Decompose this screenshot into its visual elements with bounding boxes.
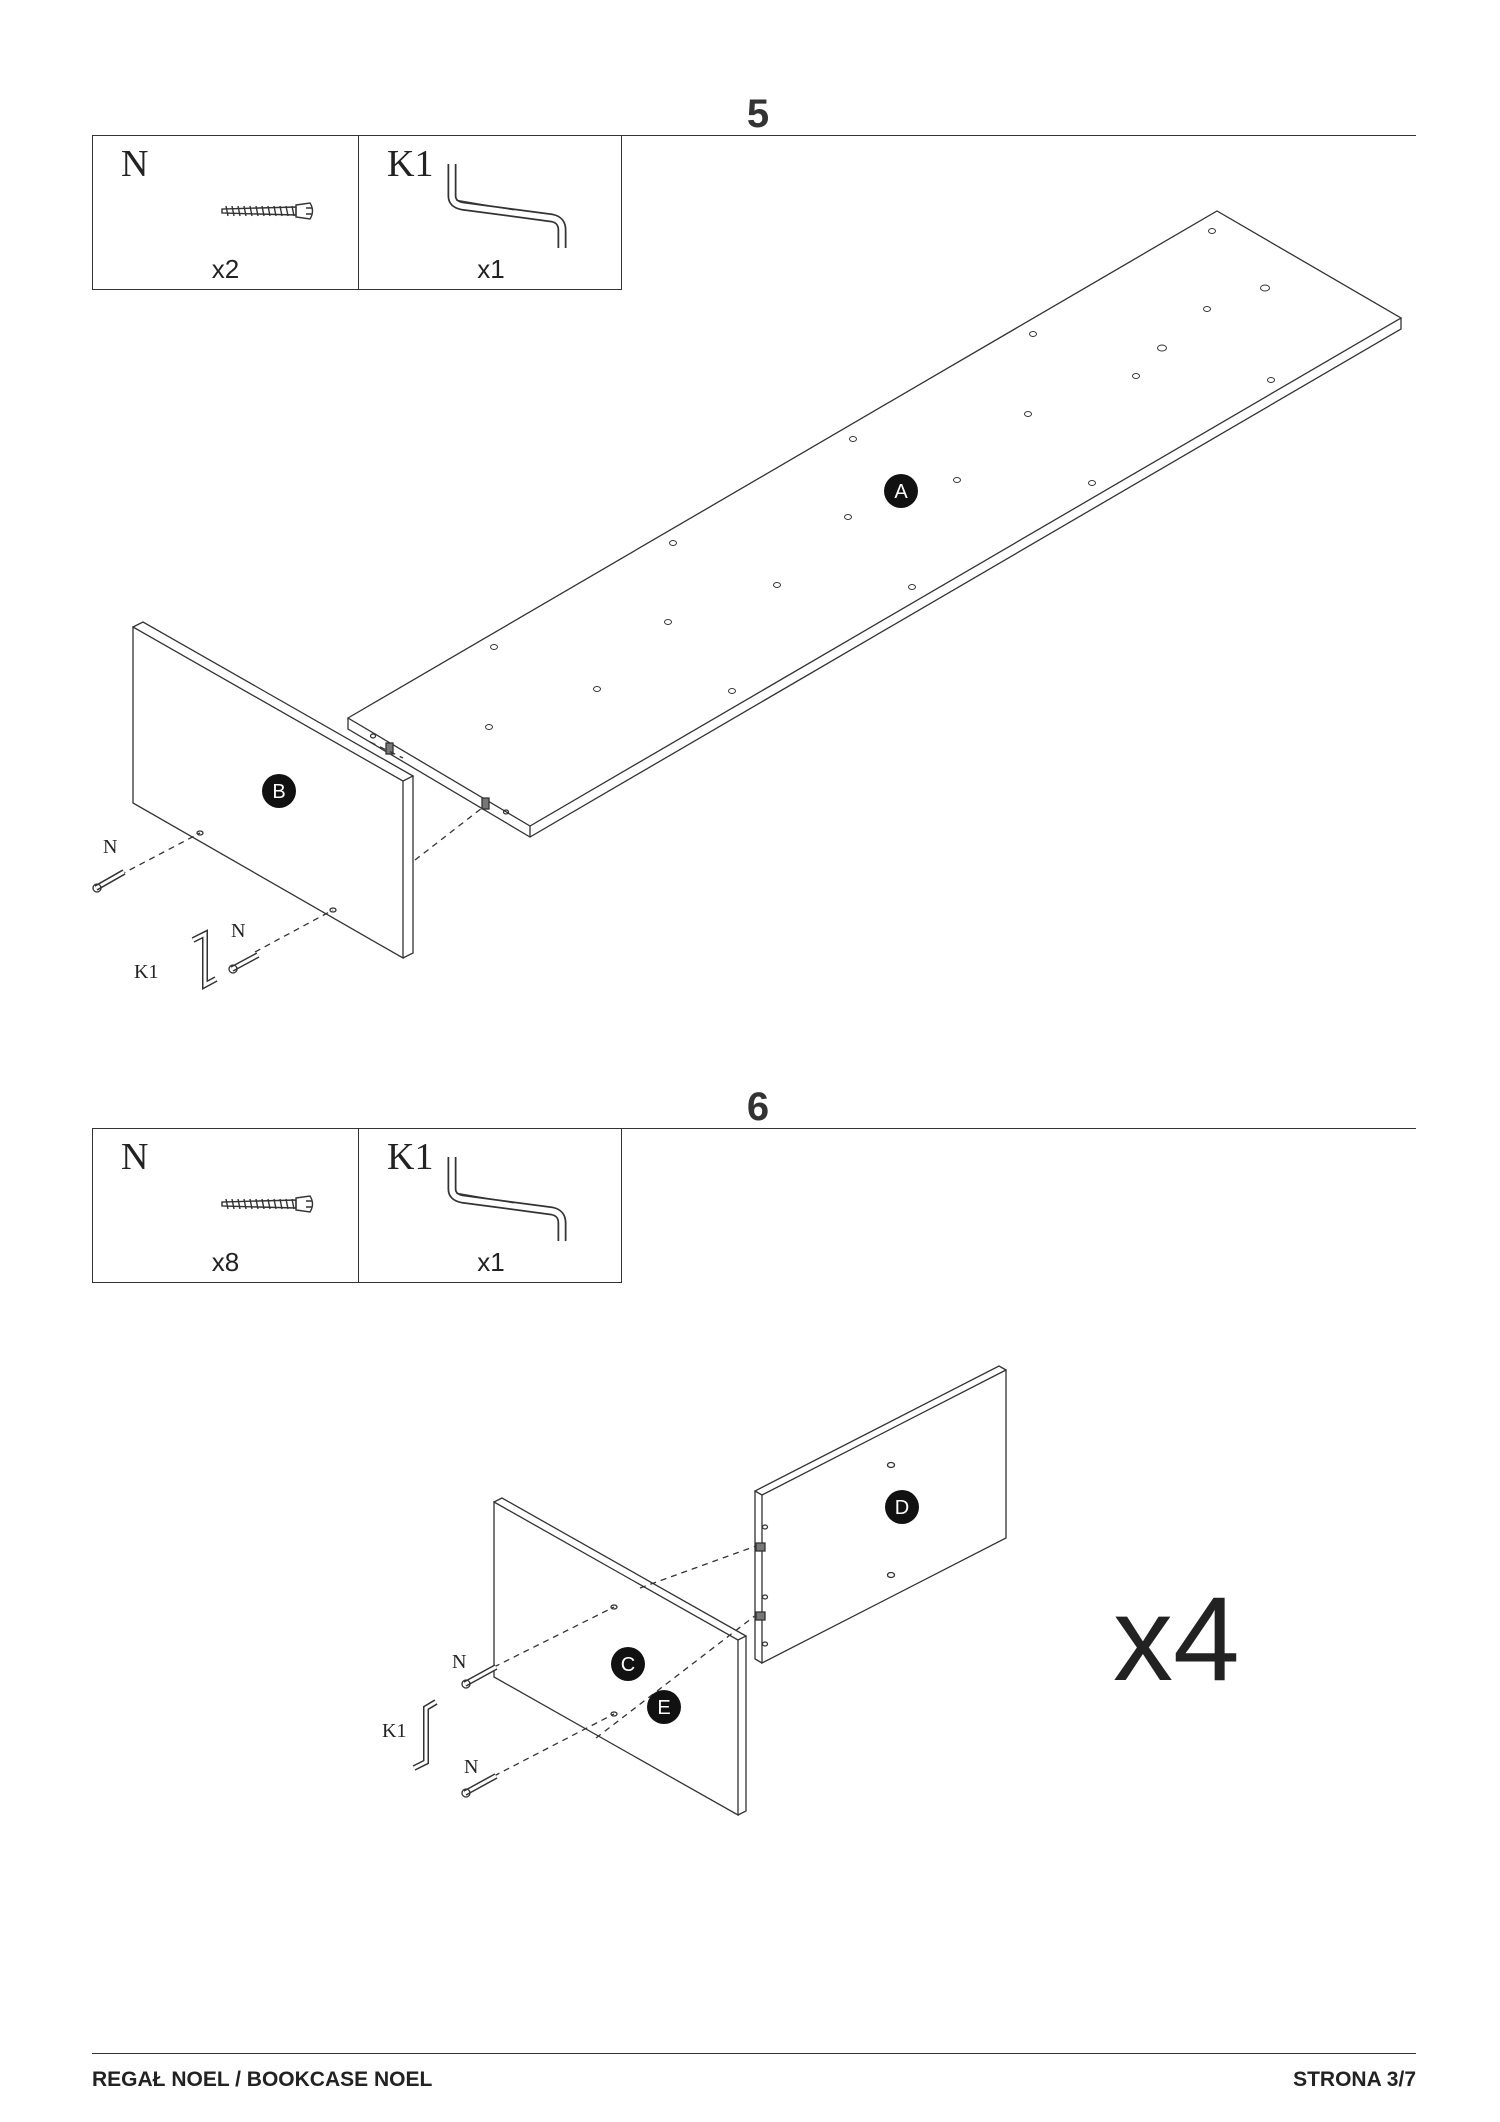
step-6-rule xyxy=(92,1128,1416,1129)
bubble-b: B xyxy=(262,774,296,808)
part-code: N xyxy=(121,1136,149,1178)
callout-n: N xyxy=(464,1756,478,1778)
hex-key-step5 xyxy=(191,929,218,991)
screw-n-step6-a xyxy=(461,1664,498,1689)
part-cell-k1: K1 x1 xyxy=(358,136,623,289)
part-cell-n: N x2 xyxy=(93,136,358,289)
bubble-a: A xyxy=(884,474,918,508)
bubble-c: C xyxy=(611,1647,645,1681)
callout-n: N xyxy=(103,836,117,858)
part-qty: x1 xyxy=(477,1247,505,1277)
guide-lines-step6 xyxy=(493,1545,757,1777)
svg-text:A: A xyxy=(894,481,908,503)
step-6-parts-box: N x8 K1 x1 xyxy=(92,1128,622,1283)
part-cell-n: N x8 xyxy=(93,1129,358,1282)
callout-n: N xyxy=(452,1651,466,1673)
screw-n-step5-a xyxy=(92,869,126,893)
part-code: K1 xyxy=(387,143,434,185)
step-5-rule xyxy=(92,135,1416,136)
screw-n-step6-b xyxy=(461,1773,498,1798)
screw-icon xyxy=(221,1195,314,1213)
footer-rule xyxy=(92,2053,1416,2054)
svg-text:E: E xyxy=(657,1697,670,1719)
callout-k1: K1 xyxy=(134,961,158,983)
bubble-e: E xyxy=(647,1690,681,1724)
part-code: N xyxy=(121,143,149,185)
footer-page: STRONA 3/7 xyxy=(1293,2068,1416,2091)
part-qty: x8 xyxy=(211,1247,240,1277)
svg-text:D: D xyxy=(895,1497,909,1519)
callout-n: N xyxy=(231,920,245,942)
dowels-step6 xyxy=(755,1524,769,1647)
step-6-number: 6 xyxy=(746,1085,770,1129)
footer-title: REGAŁ NOEL / BOOKCASE NOEL xyxy=(92,2068,433,2091)
callout-k1: K1 xyxy=(382,1720,406,1742)
part-cell-k1: K1 x1 xyxy=(358,1129,623,1282)
step-5-parts-box: N x2 K1 x1 xyxy=(92,135,622,290)
panel-d xyxy=(753,1365,1007,1665)
panel-a-holes xyxy=(485,228,1275,730)
part-qty: x1 xyxy=(477,254,505,284)
svg-text:B: B xyxy=(272,781,285,803)
bubble-d: D xyxy=(885,1490,919,1524)
screw-icon xyxy=(221,202,314,220)
screw-n-step5-b xyxy=(228,952,260,974)
hex-key-step6 xyxy=(412,1699,438,1771)
step-5-number: 5 xyxy=(746,92,770,136)
guide-lines-step5 xyxy=(119,741,483,953)
part-code: K1 xyxy=(387,1136,434,1178)
svg-text:C: C xyxy=(621,1654,635,1676)
part-qty: x2 xyxy=(211,254,240,284)
hex-key-icon xyxy=(447,1157,567,1241)
multiplier-text: x4 xyxy=(1113,1572,1240,1706)
dowels-step5 xyxy=(369,733,510,815)
panel-a xyxy=(346,210,1403,838)
hex-key-icon xyxy=(447,164,567,248)
